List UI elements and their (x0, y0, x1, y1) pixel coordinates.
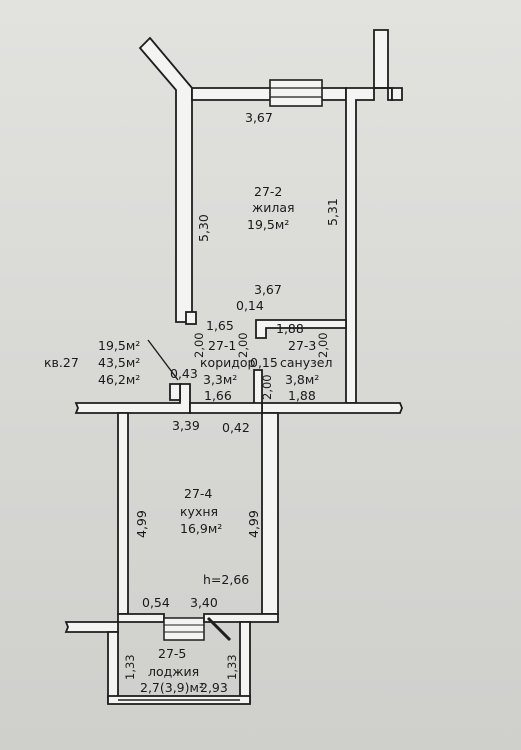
dim-340: 3,40 (190, 595, 218, 610)
wall-outer-left-bottom (64, 621, 119, 633)
wall-kitchen-right (261, 412, 279, 615)
room-27-5-id: 27-5 (158, 646, 186, 661)
dim-293: 2,93 (200, 680, 228, 695)
room-27-2-area: 19,5м² (247, 217, 289, 232)
wall-kitchen-left (117, 412, 129, 615)
dim-054: 0,54 (142, 595, 170, 610)
window-kitchen (163, 617, 205, 641)
apartment-total-area: 43,5м² (98, 355, 140, 370)
dim-188-bot: 1,88 (288, 388, 316, 403)
wall-kitchen-bottom-right (203, 613, 279, 623)
door-loggia (206, 616, 232, 642)
dim-left-height: 5,30 (196, 214, 211, 242)
wall-living-right (345, 29, 393, 404)
wall-stub-corridor (185, 311, 197, 325)
dim-right-height: 5,31 (325, 198, 340, 226)
room-27-1-id: 27-1 (208, 338, 236, 353)
wall-loggia-left (107, 631, 119, 703)
room-27-4-name: кухня (180, 504, 218, 519)
room-27-3-area: 3,8м² (285, 372, 319, 387)
dim-200-d: 2,00 (260, 374, 274, 400)
dim-200-a: 2,00 (192, 332, 206, 358)
dim-499-left: 4,99 (134, 510, 149, 538)
dim-mid-width: 3,67 (254, 282, 282, 297)
dim-200-c: 2,00 (316, 332, 330, 358)
room-27-2-id: 27-2 (254, 184, 282, 199)
leader-line (147, 339, 179, 381)
dim-015: 0,15 (250, 355, 278, 370)
dim-133-right: 1,33 (225, 654, 239, 680)
apartment-total-with-loggia: 46,2м² (98, 372, 140, 387)
dim-200-b: 2,00 (236, 332, 250, 358)
wall-kitchen-bottom-left (117, 613, 165, 623)
room-27-2-name: жилая (252, 200, 295, 215)
wall-living-left (138, 36, 193, 323)
dim-499-right: 4,99 (246, 510, 261, 538)
dim-043: 0,43 (170, 366, 198, 381)
apartment-label: кв.27 (44, 355, 79, 370)
dim-014: 0,14 (236, 298, 264, 313)
ceiling-height: h=2,66 (203, 572, 249, 587)
room-27-4-id: 27-4 (184, 486, 212, 501)
wall-loggia-right (239, 621, 251, 703)
wall-corridor-stub (169, 383, 181, 401)
wall-stair-right (374, 87, 403, 101)
room-27-1-area: 3,3м² (203, 372, 237, 387)
dim-165: 1,65 (206, 318, 234, 333)
window-living (269, 79, 323, 107)
wall-kitchen-top (189, 402, 263, 414)
room-27-3-id: 27-3 (288, 338, 316, 353)
room-27-5-name: лоджия (148, 664, 199, 679)
dim-339: 3,39 (172, 418, 200, 433)
dim-188-top: 1,88 (276, 321, 304, 336)
room-27-1-name: коридор (200, 355, 256, 370)
room-27-4-area: 16,9м² (180, 521, 222, 536)
wall-corridor-right (261, 402, 403, 414)
apartment-living-area: 19,5м² (98, 338, 140, 353)
dim-133-left: 1,33 (123, 654, 137, 680)
room-27-5-area: 2,7(3,9)м² (140, 680, 204, 695)
dim-042: 0,42 (222, 420, 250, 435)
wall-living-top (191, 87, 347, 101)
dim-166: 1,66 (204, 388, 232, 403)
dim-top-width: 3,67 (245, 110, 273, 125)
wall-bath-top (255, 319, 347, 339)
room-27-3-name: санузел (280, 355, 332, 370)
